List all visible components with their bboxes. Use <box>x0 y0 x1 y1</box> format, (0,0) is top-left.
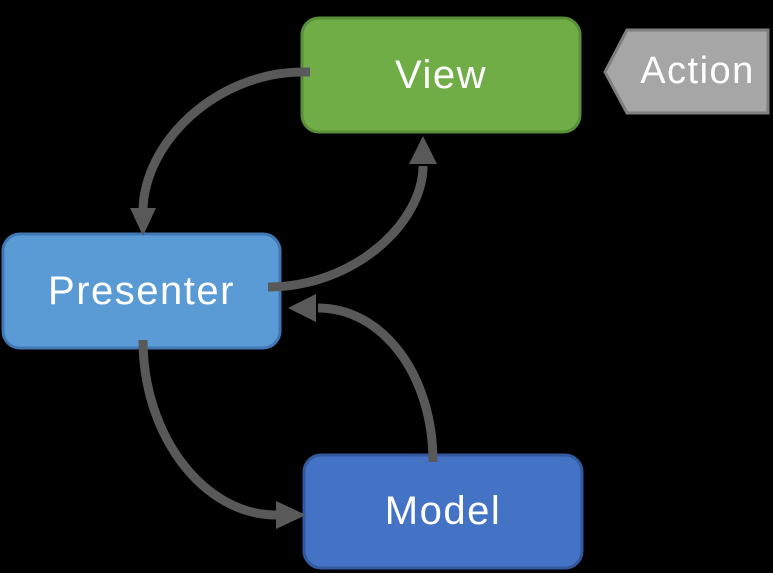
edge-model-to-presenter <box>317 303 438 463</box>
arrowhead-into-presenter-right <box>288 294 316 322</box>
action-chevron-shape <box>603 28 770 115</box>
arrowhead-into-presenter-top <box>130 208 156 236</box>
model-node-shape <box>302 453 584 570</box>
arrowhead-into-model-left <box>276 501 306 529</box>
edge-strokes <box>138 67 438 520</box>
view-node-shape <box>300 16 582 134</box>
arrowhead-into-view-bottom <box>409 136 437 164</box>
edge-presenter-to-view <box>267 165 428 292</box>
edge-presenter-to-model <box>138 339 277 520</box>
edge-view-to-presenter <box>138 67 310 213</box>
edge-arrowheads <box>130 136 437 529</box>
presenter-node-shape <box>1 232 282 350</box>
